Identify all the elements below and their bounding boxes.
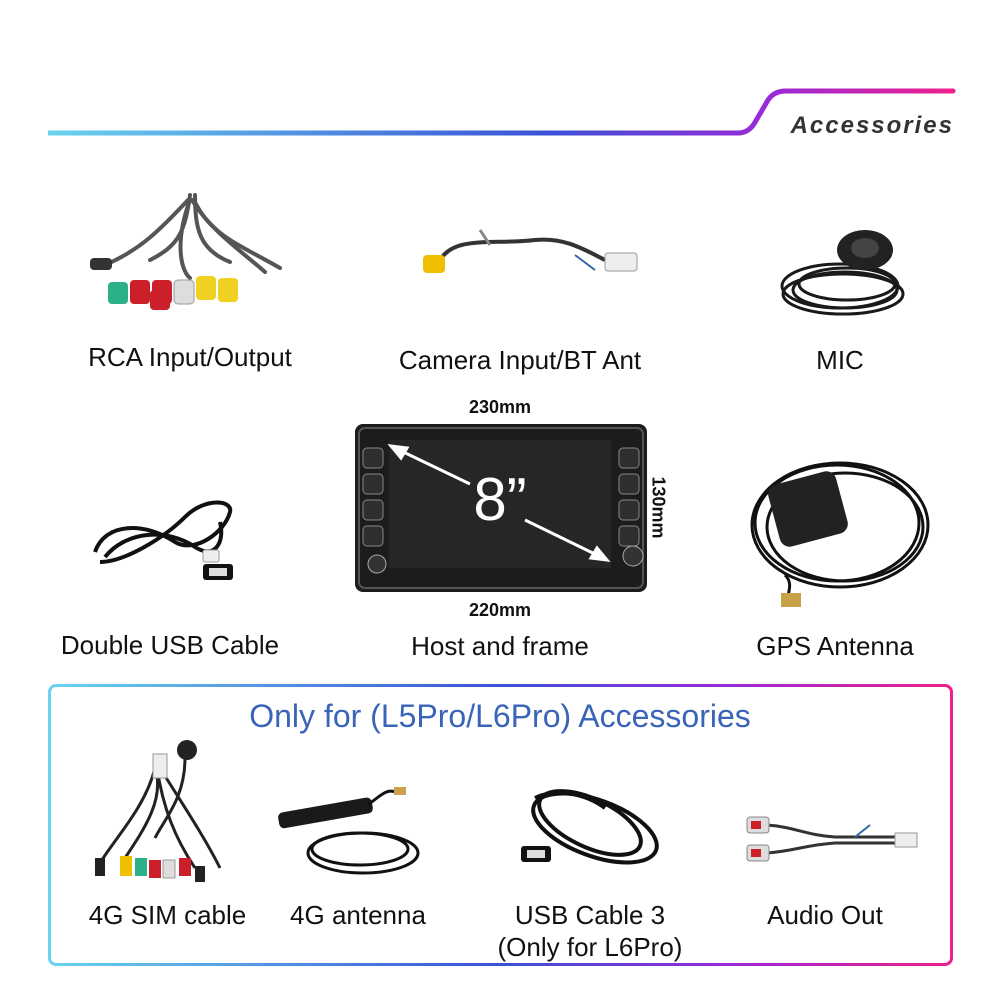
host-label: Host and frame (411, 631, 589, 661)
section-title: Accessories (790, 112, 954, 139)
sim-cable-icon (95, 740, 222, 882)
usb-cable-3-icon (521, 789, 659, 865)
gps-antenna-icon (750, 461, 930, 607)
screen-size: 8” (473, 466, 527, 533)
microphone-icon (780, 230, 905, 316)
rca-label: RCA Input/Output (88, 342, 292, 372)
camera-cable-icon (423, 229, 638, 273)
head-unit-icon (355, 424, 647, 592)
usb-label: Double USB Cable (60, 630, 280, 660)
sim-cable-label: 4G SIM cable (88, 900, 247, 930)
pro-accessories-panel (48, 684, 953, 966)
mic-label: MIC (816, 345, 864, 375)
usb-cable-icon (93, 500, 233, 580)
audio-out-label: Audio Out (767, 900, 883, 930)
camera-label: Camera Input/BT Ant (398, 345, 642, 375)
audio-out-cable-icon (746, 816, 918, 862)
width-bottom-dimension: 220mm (468, 600, 532, 620)
lte-antenna-icon (278, 787, 420, 875)
height-dimension: 130mm (648, 476, 669, 539)
usb-cable-3-note: (Only for L6Pro) (497, 932, 683, 962)
usb-cable-3-label: USB Cable 3 (514, 900, 666, 930)
width-top-dimension: 230mm (468, 397, 532, 417)
rca-cable-icon (90, 193, 282, 310)
pro-section-title: Only for (L5Pro/L6Pro) Accessories (249, 698, 751, 734)
lte-antenna-label: 4G antenna (290, 900, 426, 930)
gps-label: GPS Antenna (756, 631, 914, 661)
header-gradient-line (48, 88, 956, 136)
